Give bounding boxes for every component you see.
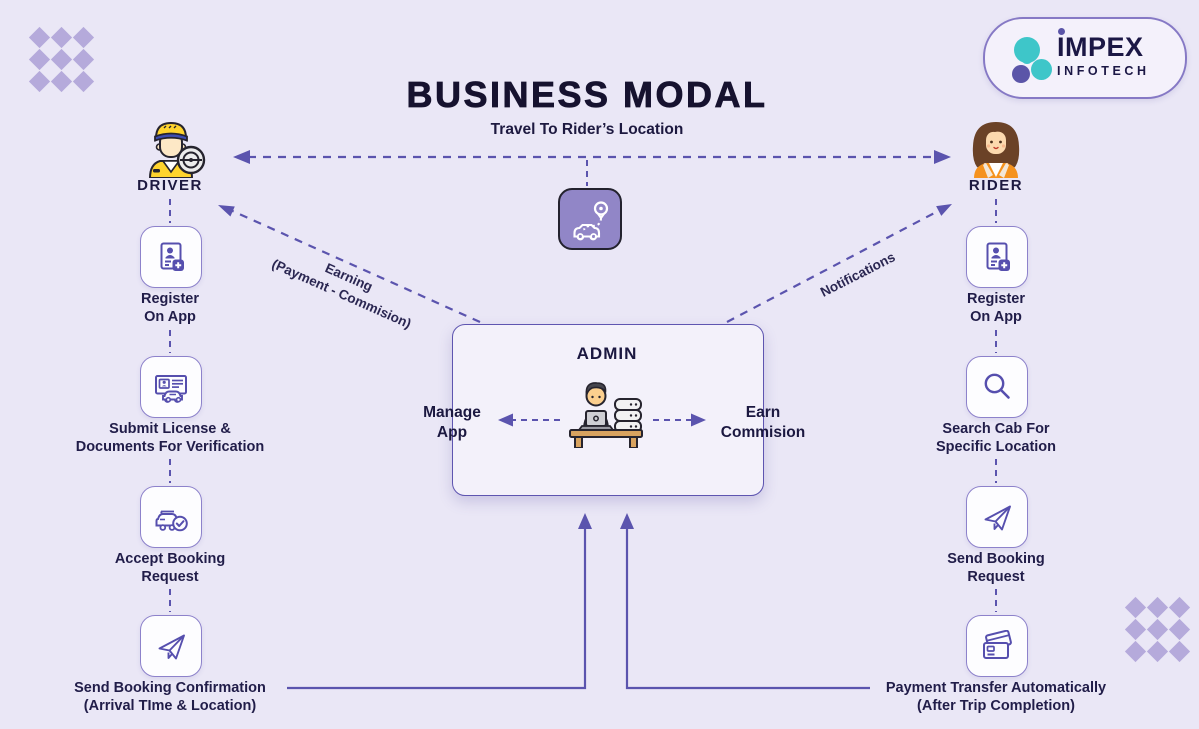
diamond-pattern-bottom-right [1124, 596, 1190, 662]
travel-arrow-left-head [233, 150, 250, 164]
rider-step-search [966, 356, 1028, 418]
send-confirmation-icon [158, 634, 185, 660]
driver-step-register-label: Register On App [140, 291, 200, 325]
rider-step-register-label: Register On App [966, 291, 1026, 325]
admin-illustration [560, 374, 652, 449]
search-cab-icon [984, 373, 1010, 399]
send-request-icon [984, 505, 1011, 531]
rider-woman-icon [972, 122, 1020, 178]
accept-booking-icon [155, 510, 188, 532]
travel-route-badge [558, 188, 622, 250]
register-icon [986, 242, 1010, 271]
license-documents-icon [155, 375, 187, 403]
rider-label: RIDER [968, 177, 1024, 194]
rider-step-search-label: Search Cab For Specific Location [935, 421, 1057, 455]
admin-panel [452, 324, 764, 496]
driver-step-license [140, 356, 202, 418]
diamond-pattern-top-left [28, 26, 94, 92]
rider-step-send-request [966, 486, 1028, 548]
driver-step-license-label: Submit License & Documents For Verificat… [75, 421, 265, 455]
earn-commission-label: Earn Commision [720, 404, 806, 442]
driver-step-send-confirmation [140, 615, 202, 677]
driver-step-accept [140, 486, 202, 548]
top-arrow-label: Travel To Rider’s Location [490, 121, 684, 138]
driver-label: DRIVER [137, 177, 203, 194]
admin-label: ADMIN [576, 344, 638, 363]
page-title: BUSINESS MODAL [406, 74, 768, 116]
admin-at-desk-icon [569, 382, 643, 449]
logo-brand-text: IMPEX [1057, 28, 1144, 61]
confirmation-to-admin-line [287, 522, 587, 690]
manage-app-label: Manage App [423, 404, 481, 442]
impex-infotech-logo: IMPEX INFOTECH [983, 17, 1187, 99]
rider-step-register [966, 226, 1028, 288]
taxi-driver-icon [148, 121, 206, 179]
rider-step-payment-label: Payment Transfer Automatically (After Tr… [885, 680, 1107, 714]
driver-step-register [140, 226, 202, 288]
driver-avatar [136, 120, 206, 179]
travel-arrow-right-head [934, 150, 951, 164]
register-icon [160, 242, 184, 271]
payment-transfer-icon [983, 630, 1012, 659]
car-route-pin-icon [573, 201, 609, 241]
rider-step-send-request-label: Send Booking Request [947, 551, 1045, 585]
driver-step-accept-label: Accept Booking Request [114, 551, 226, 585]
logo-sub-text: INFOTECH [1057, 64, 1150, 78]
logo-i-dot [1058, 28, 1065, 35]
driver-step-send-confirmation-label: Send Booking Confirmation (Arrival TIme … [74, 680, 266, 714]
payment-to-admin-line [625, 522, 870, 690]
rider-avatar [962, 120, 1030, 178]
logo-circles-icon [999, 19, 1069, 97]
rider-step-payment [966, 615, 1028, 677]
